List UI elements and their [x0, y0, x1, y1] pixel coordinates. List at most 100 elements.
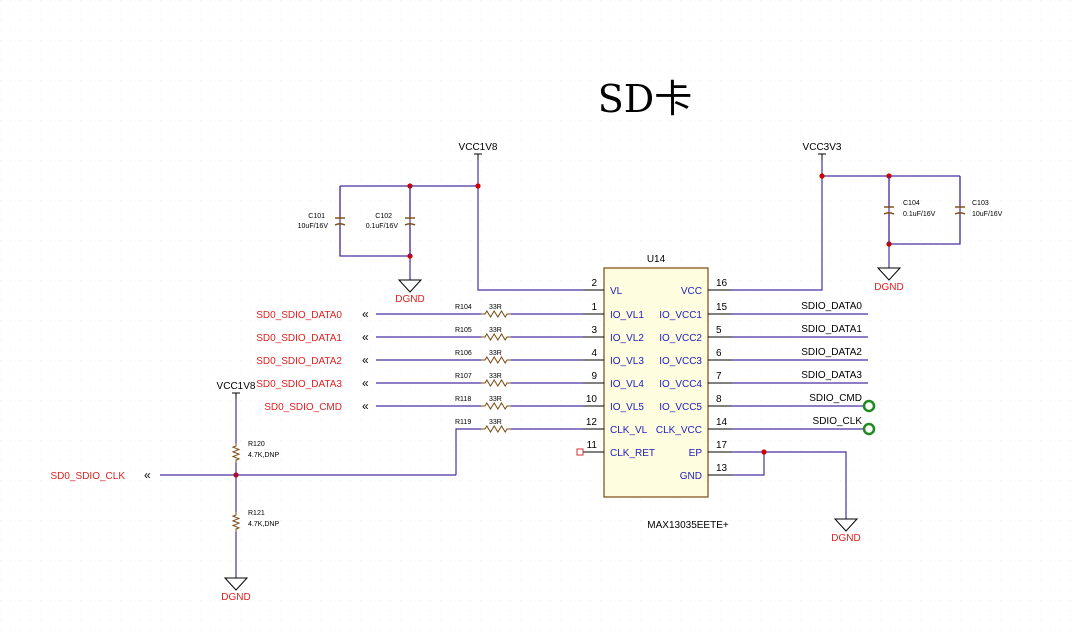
- ic-pin-number: 11: [587, 440, 598, 451]
- resistor-body: [231, 443, 241, 463]
- offpage-connector-icon: «: [362, 307, 369, 321]
- capacitor-value: 0.1uF/16V: [366, 223, 399, 230]
- net-label: SD0_SDIO_DATA3: [256, 379, 342, 390]
- sheet-title: SD卡: [598, 77, 693, 121]
- ic-pin-name: GND: [680, 471, 702, 482]
- ic-pin-number: 4: [591, 348, 597, 359]
- test-point-icon: [862, 422, 876, 436]
- wire-clk: [455, 428, 481, 475]
- ic-pin-name: CLK_VL: [610, 425, 648, 436]
- capacitor-value: 10uF/16V: [972, 211, 1003, 218]
- ic-pin-name: VL: [610, 286, 623, 297]
- ground-symbol: [876, 267, 902, 281]
- net-label: SDIO_CLK: [813, 416, 863, 427]
- ic-body: [603, 267, 709, 498]
- resistor-body: [481, 310, 511, 318]
- test-point-icon: [862, 399, 876, 413]
- ic-pin-name: IO_VCC5: [659, 402, 702, 413]
- offpage-connector-icon: «: [362, 330, 369, 344]
- ic-pin-number: 8: [716, 394, 722, 405]
- resistor-body: [481, 425, 511, 433]
- ic-pin-number: 7: [716, 371, 722, 382]
- ic-pin-number: 14: [716, 417, 728, 428]
- ground-symbol: [397, 279, 423, 293]
- power-net-label: VCC3V3: [803, 142, 842, 153]
- resistor-ref: R107: [455, 373, 472, 380]
- resistor-ref: R104: [455, 304, 472, 311]
- junction-dot: [475, 183, 481, 189]
- net-label: SDIO_DATA0: [801, 301, 862, 312]
- ic-pin-name: IO_VL5: [610, 402, 644, 413]
- capacitor-plate: [404, 223, 416, 226]
- ic-pin-number: 3: [591, 325, 597, 336]
- ic-pin-number: 2: [591, 278, 597, 289]
- capacitor-plate: [334, 223, 346, 226]
- ic-pin-name: IO_VL3: [610, 356, 644, 367]
- ic-ref: U14: [647, 254, 666, 265]
- resistor-value: 33R: [489, 304, 502, 311]
- net-label: SD0_SDIO_DATA2: [256, 356, 342, 367]
- net-label: SDIO_DATA1: [801, 324, 862, 335]
- wire-ep-gnd: [732, 451, 847, 519]
- ic-pin-name: VCC: [681, 286, 702, 297]
- capacitor-plate: [954, 212, 966, 215]
- ic-pin-number: 13: [716, 463, 728, 474]
- resistor-body: [481, 379, 511, 387]
- junction-dot: [761, 449, 767, 455]
- ground-net-label: DGND: [831, 533, 860, 544]
- resistor-body: [481, 356, 511, 364]
- resistor-ref: R106: [455, 350, 472, 357]
- ic-pin-name: IO_VCC3: [659, 356, 702, 367]
- ic-pin-name: CLK_VCC: [656, 425, 702, 436]
- wire-gnd-tie: [732, 452, 765, 476]
- ic-pin-number: 15: [716, 302, 728, 313]
- resistor-body: [231, 512, 241, 532]
- resistor-value: 33R: [489, 373, 502, 380]
- capacitor-ref: C103: [972, 200, 989, 207]
- resistor-ref: R119: [455, 419, 471, 426]
- ic-pin-name: IO_VL2: [610, 333, 644, 344]
- wire-vl: [477, 160, 583, 291]
- net-label: SD0_SDIO_DATA1: [256, 333, 342, 344]
- ic-pin-name: IO_VCC1: [659, 310, 702, 321]
- resistor-body: [481, 402, 511, 410]
- ic-pin-name: IO_VL4: [610, 379, 644, 390]
- offpage-connector-icon: «: [144, 468, 151, 482]
- net-label: SDIO_CMD: [809, 393, 862, 404]
- ground-net-label: DGND: [874, 282, 903, 293]
- capacitor-ref: C102: [375, 213, 392, 220]
- no-connect-icon: [576, 448, 584, 456]
- net-label: SD0_SDIO_CLK: [51, 471, 126, 482]
- resistor-body: [481, 333, 511, 341]
- ground-net-label: DGND: [221, 592, 250, 603]
- net-label: SD0_SDIO_CMD: [264, 402, 342, 413]
- components: [223, 153, 966, 591]
- ic-pin-name: IO_VCC4: [659, 379, 702, 390]
- ic-pin-name: EP: [689, 448, 703, 459]
- resistor-value: 33R: [489, 350, 502, 357]
- ic-pin-number: 10: [586, 394, 598, 405]
- ground-net-label: DGND: [395, 294, 424, 305]
- ground-symbol: [223, 577, 249, 591]
- ic-pin-number: 16: [716, 278, 728, 289]
- ic-pin-number: 17: [716, 440, 728, 451]
- capacitor-plate: [883, 212, 895, 215]
- resistor-ref: R118: [455, 396, 471, 403]
- ic-pin-number: 6: [716, 348, 722, 359]
- resistor-ref: R105: [455, 327, 472, 334]
- capacitor-ref: C104: [903, 200, 920, 207]
- ic-pin-number: 12: [586, 417, 598, 428]
- capacitor-value: 0.1uF/16V: [903, 211, 936, 218]
- ground-symbol: [833, 518, 859, 532]
- offpage-connector-icon: «: [362, 353, 369, 367]
- net-label: SDIO_DATA3: [801, 370, 862, 381]
- ic-pin-number: 5: [716, 325, 722, 336]
- capacitor-value: 10uF/16V: [298, 223, 329, 230]
- offpage-connector-icon: «: [362, 376, 369, 390]
- net-label: SD0_SDIO_DATA0: [256, 310, 342, 321]
- ic-pin-number: 9: [591, 371, 597, 382]
- resistor-ref: R121: [248, 510, 265, 517]
